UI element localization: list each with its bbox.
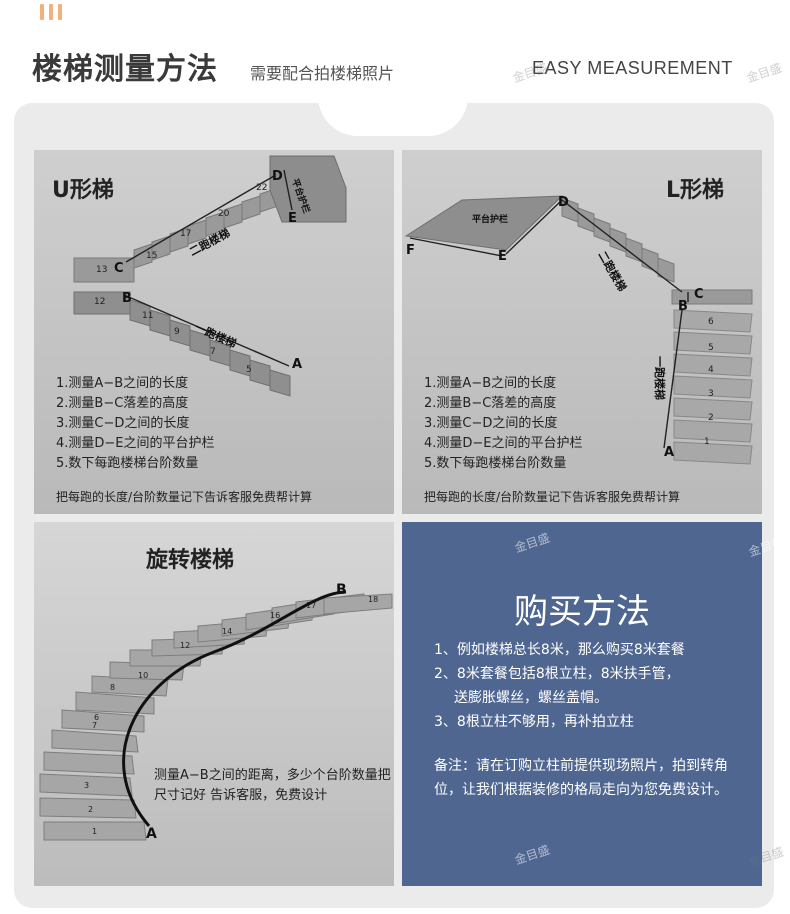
svg-text:7: 7	[92, 721, 97, 730]
svg-text:16: 16	[270, 611, 280, 620]
l-run1-label: 一跑楼梯	[653, 356, 667, 400]
list-item: 2.测量B−C落差的高度	[424, 396, 557, 411]
l-steps-list: 1.测量A−B之间的长度 2.测量B−C落差的高度 3.测量C−D之间的长度 4…	[424, 374, 583, 474]
svg-text:9: 9	[174, 327, 180, 337]
buy-panel-title: 购买方法	[514, 592, 650, 632]
list-item: 1.测量A−B之间的长度	[56, 376, 189, 391]
l-panel-title: L形梯	[666, 178, 725, 203]
svg-text:20: 20	[218, 209, 230, 219]
l-point-d: D	[558, 195, 569, 210]
buy-method-panel: 购买方法 1、例如楼梯总长8米，那么购买8米套餐 2、8米套餐包括8根立柱，8米…	[402, 522, 762, 886]
list-item: 3.测量C−D之间的长度	[56, 416, 190, 431]
u-point-b: B	[122, 291, 132, 306]
spiral-instructions: 测量A−B之间的距离，多少个台阶数量把尺寸记好 告诉客服，免费设计	[154, 768, 391, 803]
list-item: 4.测量D−E之间的平台护栏	[424, 436, 583, 451]
l-point-f: F	[406, 243, 415, 258]
buy-note: 备注：请在订购立柱前提供现场照片，拍到转角位，让我们根据装修的格局走向为您免费设…	[434, 758, 728, 798]
l-point-e: E	[498, 249, 507, 264]
list-item: 4.测量D−E之间的平台护栏	[56, 436, 215, 451]
spiral-point-a: A	[146, 826, 157, 842]
svg-text:13: 13	[96, 265, 107, 275]
svg-text:2: 2	[708, 413, 714, 423]
buy-items-list: 1、例如楼梯总长8米，那么购买8米套餐 2、8米套餐包括8根立柱，8米扶手管， …	[434, 638, 685, 734]
svg-text:11: 11	[142, 311, 153, 321]
l-point-a: A	[664, 445, 674, 460]
u-panel-title: U形梯	[52, 178, 114, 203]
watermark: 金目盛	[510, 60, 550, 86]
svg-text:2: 2	[88, 805, 93, 814]
accent-bars	[40, 4, 62, 20]
list-item: 1.测量A−B之间的长度	[424, 376, 557, 391]
svg-text:17: 17	[306, 601, 316, 610]
l-stair-diagram: 6 5 4 3 2 1 A B C D E F 二跑楼梯 一跑楼梯 平台护栏	[404, 195, 753, 465]
l-point-b: B	[678, 299, 688, 314]
u-point-e: E	[288, 211, 297, 226]
spiral-panel-title: 旋转楼梯	[146, 548, 235, 573]
svg-text:14: 14	[222, 627, 232, 636]
l-run2-label: 二跑楼梯	[595, 249, 629, 294]
list-item: 3.测量C−D之间的长度	[424, 416, 558, 431]
l-point-c: C	[694, 287, 704, 302]
u-footer-note: 把每跑的长度/台阶数量记下告诉客服免费帮计算	[56, 490, 313, 504]
u-steps-list: 1.测量A−B之间的长度 2.测量B−C落差的高度 3.测量C−D之间的长度 4…	[56, 374, 215, 474]
l-platform-label: 平台护栏	[472, 213, 508, 225]
svg-text:5: 5	[708, 343, 714, 353]
list-item: 送膨胀螺丝，螺丝盖帽。	[454, 690, 608, 706]
svg-text:6: 6	[94, 713, 99, 722]
list-item: 5.数下每跑楼梯台阶数量	[424, 456, 567, 471]
page-subtitle: 需要配合拍楼梯照片	[250, 64, 395, 83]
list-item: 2.测量B−C落差的高度	[56, 396, 189, 411]
list-item: 1、例如楼梯总长8米，那么购买8米套餐	[434, 642, 685, 658]
svg-text:10: 10	[138, 671, 148, 680]
english-title: EASY MEASUREMENT	[532, 58, 733, 78]
svg-text:1: 1	[704, 437, 710, 447]
svg-text:1: 1	[92, 827, 97, 836]
list-item: 3、8根立柱不够用，再补拍立柱	[434, 714, 634, 730]
u-point-d: D	[272, 169, 283, 184]
svg-text:17: 17	[180, 229, 191, 239]
svg-text:6: 6	[708, 317, 714, 327]
svg-text:8: 8	[110, 683, 115, 692]
svg-text:7: 7	[210, 347, 216, 357]
svg-text:15: 15	[146, 251, 157, 261]
l-footer-note: 把每跑的长度/台阶数量记下告诉客服免费帮计算	[424, 490, 681, 504]
frame-notch	[318, 96, 468, 136]
svg-text:12: 12	[180, 641, 190, 650]
svg-text:3: 3	[84, 781, 89, 790]
list-item: 2、8米套餐包括8根立柱，8米扶手管，	[434, 666, 680, 682]
list-item: 5.数下每跑楼梯台阶数量	[56, 456, 199, 471]
l-stair-panel: 6 5 4 3 2 1 A B C D E F 二跑楼梯 一跑楼梯 平台护栏 L形梯 1…	[402, 150, 762, 514]
svg-text:18: 18	[368, 595, 378, 604]
page-title: 楼梯测量方法	[32, 52, 218, 87]
u-point-c: C	[114, 261, 124, 276]
watermark: 金目盛	[744, 60, 784, 86]
u-point-a: A	[292, 357, 302, 372]
svg-text:3: 3	[708, 389, 714, 399]
svg-text:4: 4	[708, 365, 714, 375]
spiral-point-b: B	[336, 582, 347, 598]
svg-text:12: 12	[94, 297, 105, 307]
svg-text:5: 5	[246, 365, 252, 375]
svg-text:22: 22	[256, 183, 267, 193]
